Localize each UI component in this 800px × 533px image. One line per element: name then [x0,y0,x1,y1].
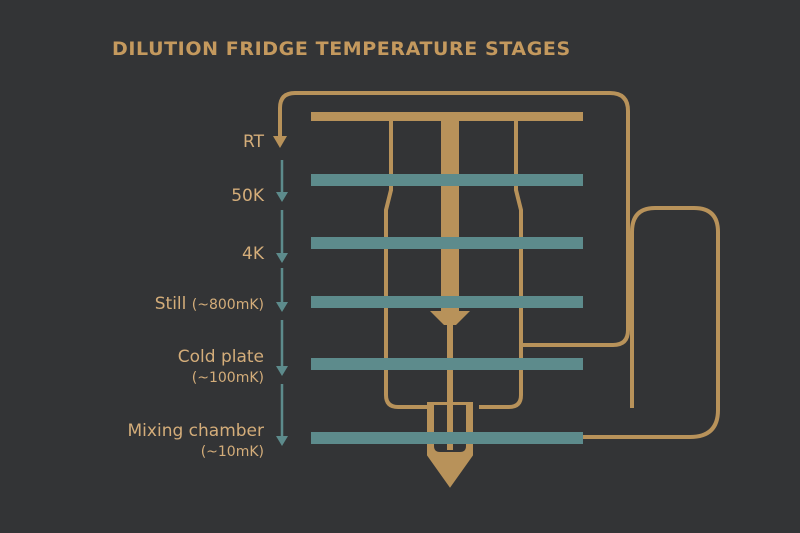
stage-name: RT [243,132,264,152]
stage-arrows [276,160,288,446]
stage-temp: (~10mK) [200,444,264,460]
return-line-outer [278,91,630,347]
stage-name: 50K [231,186,264,206]
plate-50k [311,174,583,186]
rt-plate [311,112,583,121]
return-line-right [583,206,720,439]
column-taper [430,311,470,325]
stage-name: Cold plate [177,347,264,367]
stage-temp: (~100mK) [191,370,264,386]
diagram-title: DILUTION FRIDGE TEMPERATURE STAGES [112,38,571,60]
inner-stem [447,402,453,450]
plate-still [311,296,583,308]
stage-label-still: Still (~800mK) [155,294,264,314]
stage-name: Mixing chamber [127,421,264,441]
stage-label-cold-plate: Cold plate (~100mK) [178,347,264,386]
return-arrow-icon [273,136,287,148]
stage-temp: (~800mK) [191,297,264,313]
stage-label-4k: 4K [242,244,264,264]
stage-label-rt: RT [243,132,264,152]
stage-label-mixing-chamber: Mixing chamber (~10mK) [128,421,264,460]
right-tube [479,121,523,409]
stage-name: 4K [242,244,264,264]
plate-cold [311,358,583,370]
central-column [441,121,459,311]
stage-name: Still [154,294,187,314]
stage-label-50k: 50K [231,186,264,206]
left-tube [384,121,428,409]
central-stem [447,325,453,420]
plate-mixing [311,432,583,444]
plate-4k [311,237,583,249]
